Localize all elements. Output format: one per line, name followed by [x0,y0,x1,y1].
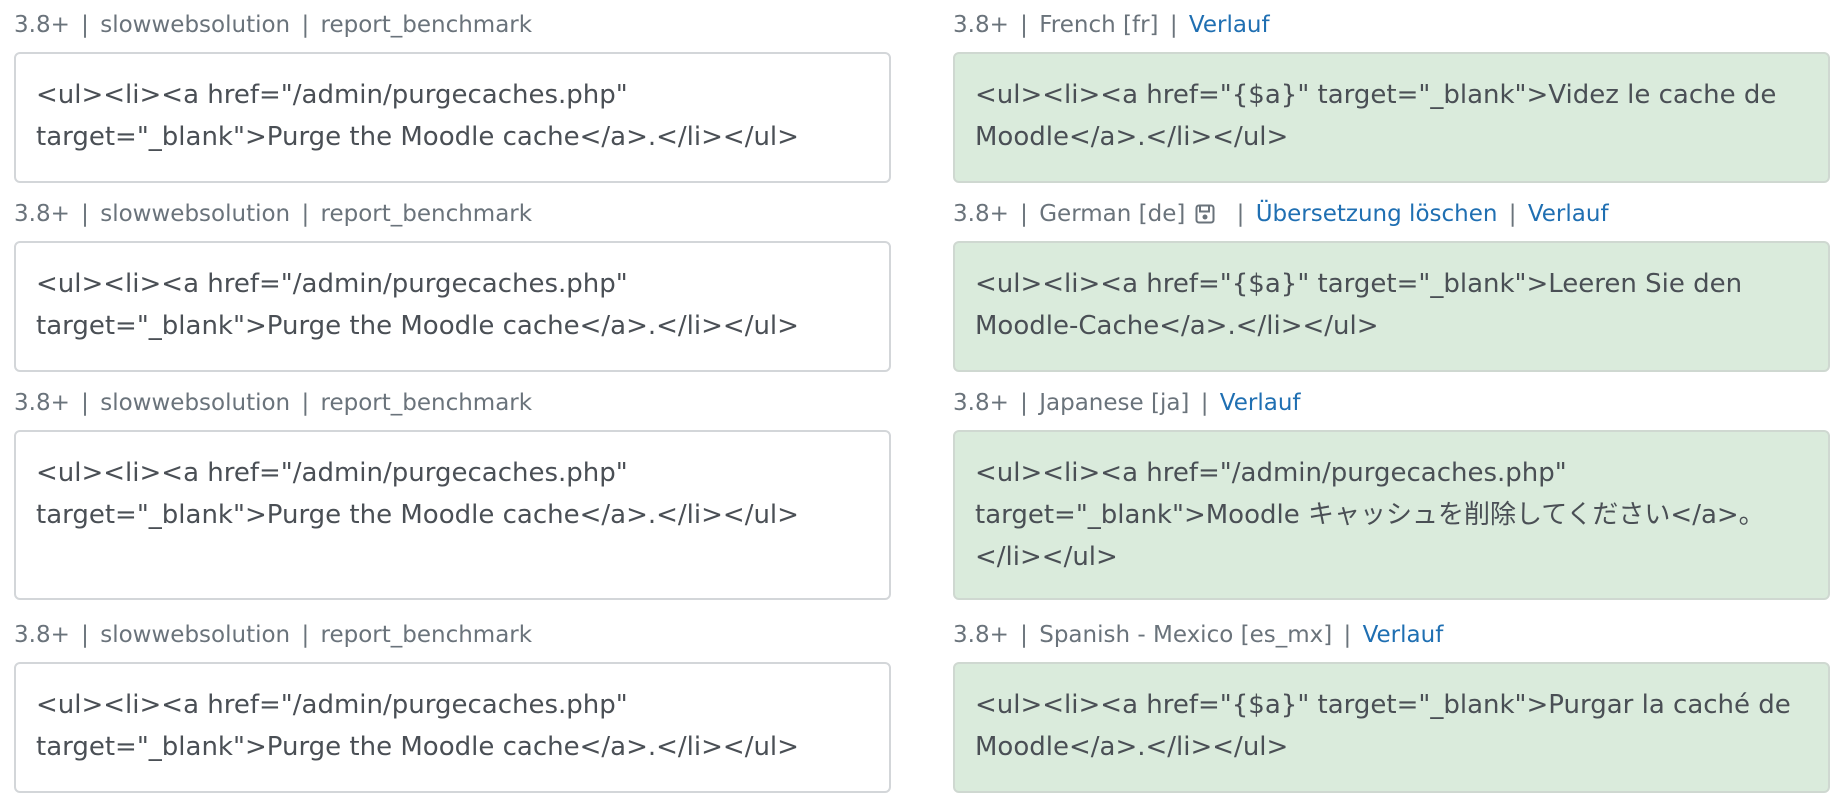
source-meta: 3.8+ | slowwebsolution | report_benchmar… [14,622,533,648]
source-component: report_benchmark [320,390,533,416]
delete-translation-link[interactable]: Übersetzung löschen [1255,201,1498,227]
translation-language: French [fr] [1039,12,1159,38]
source-author: slowwebsolution [100,622,291,648]
translation-column: 3.8+ | German [de] | Übersetzung löschen… [953,189,1830,372]
translation-language: Japanese [ja] [1039,390,1190,416]
source-component: report_benchmark [320,622,533,648]
source-author: slowwebsolution [100,201,291,227]
source-column: 3.8+ | slowwebsolution | report_benchmar… [14,378,891,600]
source-text: <ul><li><a href="/admin/purgecaches.php"… [36,80,799,152]
source-component: report_benchmark [320,12,533,38]
translation-text-box[interactable]: <ul><li><a href="{$a}" target="_blank">L… [953,241,1830,372]
source-text-box: <ul><li><a href="/admin/purgecaches.php"… [14,662,891,793]
source-component: report_benchmark [320,201,533,227]
source-author: slowwebsolution [100,390,291,416]
source-meta: 3.8+ | slowwebsolution | report_benchmar… [14,201,533,227]
source-text: <ul><li><a href="/admin/purgecaches.php"… [36,269,799,341]
translation-meta: 3.8+ | Japanese [ja] | Verlauf [953,390,1301,416]
translation-column: 3.8+ | French [fr] | Verlauf <ul><li><a … [953,0,1830,183]
source-column: 3.8+ | slowwebsolution | report_benchmar… [14,0,891,183]
translation-version: 3.8+ [953,201,1009,227]
translation-text: <ul><li><a href="{$a}" target="_blank">V… [975,80,1777,152]
translation-meta: 3.8+ | German [de] | Übersetzung löschen… [953,189,1830,241]
source-text-box: <ul><li><a href="/admin/purgecaches.php"… [14,241,891,372]
history-link[interactable]: Verlauf [1219,390,1301,416]
source-text-box: <ul><li><a href="/admin/purgecaches.php"… [14,52,891,183]
translation-column: 3.8+ | Japanese [ja] | Verlauf <ul><li><… [953,378,1830,600]
translation-version: 3.8+ [953,390,1009,416]
source-meta: 3.8+ | slowwebsolution | report_benchmar… [14,390,533,416]
translation-text: <ul><li><a href="{$a}" target="_blank">P… [975,690,1791,762]
translation-language: German [de] [1039,201,1186,227]
translation-meta: 3.8+ | French [fr] | Verlauf [953,12,1270,38]
save-icon[interactable] [1195,192,1215,224]
history-link[interactable]: Verlauf [1527,201,1609,227]
translation-text: <ul><li><a href="{$a}" target="_blank">L… [975,269,1743,341]
history-link[interactable]: Verlauf [1188,12,1270,38]
translation-language: Spanish - Mexico [es_mx] [1039,622,1333,648]
source-text: <ul><li><a href="/admin/purgecaches.php"… [36,458,799,530]
source-meta: 3.8+ | slowwebsolution | report_benchmar… [14,12,533,38]
translation-column: 3.8+ | Spanish - Mexico [es_mx] | Verlau… [953,610,1830,793]
source-text-box: <ul><li><a href="/admin/purgecaches.php"… [14,430,891,600]
source-column: 3.8+ | slowwebsolution | report_benchmar… [14,189,891,372]
source-text: <ul><li><a href="/admin/purgecaches.php"… [36,690,799,762]
history-link[interactable]: Verlauf [1362,622,1444,648]
translation-text-box[interactable]: <ul><li><a href="/admin/purgecaches.php"… [953,430,1830,600]
translation-text: <ul><li><a href="/admin/purgecaches.php"… [975,458,1765,572]
translation-meta: 3.8+ | Spanish - Mexico [es_mx] | Verlau… [953,622,1444,648]
source-version: 3.8+ [14,201,70,227]
translation-text-box[interactable]: <ul><li><a href="{$a}" target="_blank">V… [953,52,1830,183]
source-author: slowwebsolution [100,12,291,38]
translation-version: 3.8+ [953,622,1009,648]
source-version: 3.8+ [14,390,70,416]
translation-version: 3.8+ [953,12,1009,38]
source-version: 3.8+ [14,622,70,648]
translation-text-box[interactable]: <ul><li><a href="{$a}" target="_blank">P… [953,662,1830,793]
source-column: 3.8+ | slowwebsolution | report_benchmar… [14,610,891,793]
source-version: 3.8+ [14,12,70,38]
